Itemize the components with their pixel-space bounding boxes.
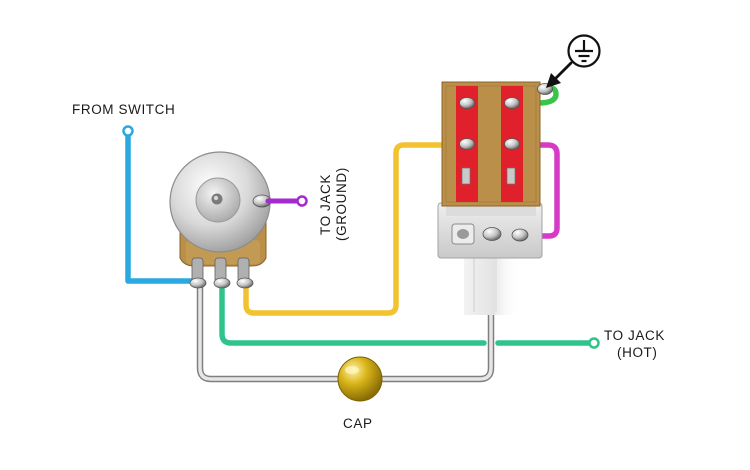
label-to-jack-hot-line2: (HOT) (617, 345, 658, 360)
wire-to-jack-ground (265, 195, 308, 207)
label-to-jack-ground-line2: (GROUND) (334, 167, 349, 241)
wire-from-switch (122, 125, 201, 284)
wire-to-jack-hot (219, 280, 600, 349)
wire-yellow (243, 142, 469, 316)
arrow-icon (546, 61, 573, 88)
label-to-jack-ground: TO JACK (GROUND) (318, 167, 349, 241)
capacitor (337, 356, 383, 402)
potentiometer (169, 151, 272, 289)
ground-icon (567, 34, 601, 68)
pot-lugs (189, 257, 254, 289)
label-cap: CAP (343, 416, 373, 431)
label-to-jack-ground-line1: TO JACK (318, 174, 333, 235)
label-from-switch: FROM SWITCH (72, 102, 175, 117)
label-to-jack-hot-line1: TO JACK (604, 328, 665, 343)
wire-magenta (507, 142, 560, 239)
push-pull-switch (437, 81, 553, 315)
